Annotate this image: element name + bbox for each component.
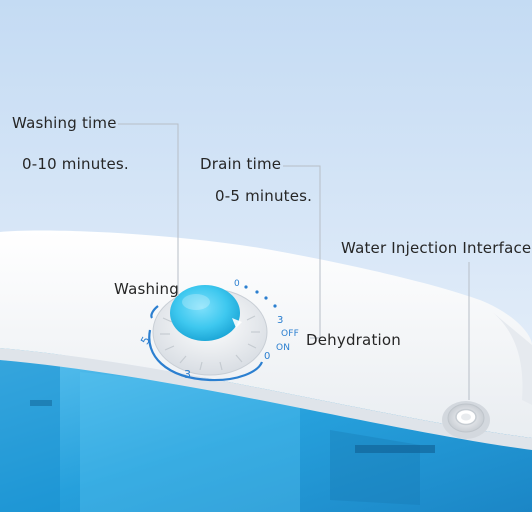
wash-scale-mark-0: 0 <box>234 279 240 289</box>
spin-scale-off: OFF <box>281 329 300 339</box>
drain-time-callout-line <box>283 165 321 339</box>
tub-body <box>0 345 532 512</box>
drain-time-range: 0-5 minutes. <box>215 187 313 205</box>
timer-knob[interactable] <box>170 285 240 341</box>
washing-time-callout-line <box>118 123 179 296</box>
washing-label: Washing <box>114 280 179 298</box>
washing-time-title: Washing time <box>12 114 117 132</box>
spin-scale-mark-0: 0 <box>264 351 271 362</box>
spin-scale-mark-3: 3 <box>277 315 284 326</box>
spin-scale-on: ON <box>276 343 291 353</box>
dial-scale-arc <box>148 329 264 382</box>
wash-scale-mark-3: 3 <box>184 368 192 381</box>
drain-time-title: Drain time <box>200 155 282 173</box>
dehydration-label: Dehydration <box>306 331 401 349</box>
lid-edge <box>0 348 532 450</box>
washing-time-range: 0-10 minutes. <box>22 155 129 173</box>
water-injection-interface-label: Water Injection Interface <box>341 239 532 257</box>
